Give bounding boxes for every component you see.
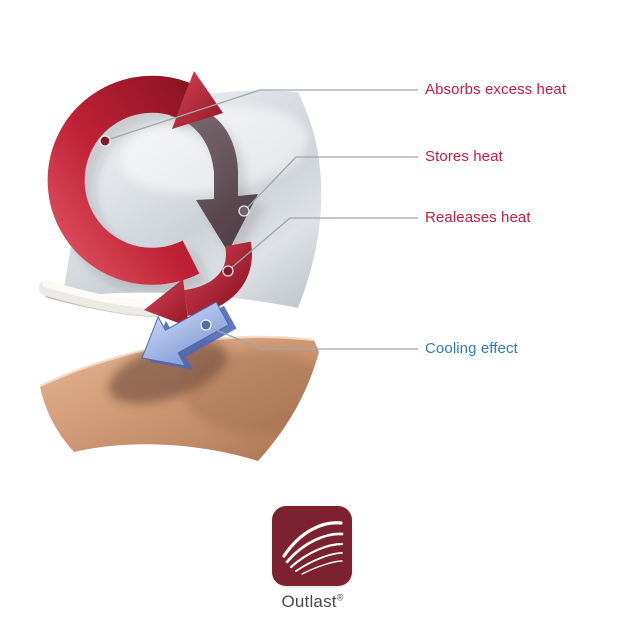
dot-absorbs: [99, 135, 111, 147]
leader-line-cooling: [208, 326, 418, 350]
dot-cooling: [200, 319, 212, 331]
leader-dots: [99, 135, 250, 331]
label-stores-heat: Stores heat: [425, 148, 503, 165]
brand-name: Outlast®: [0, 592, 625, 612]
releases-heat-arrow: [144, 241, 252, 327]
outlast-logo: [272, 506, 352, 586]
leader-line-releases: [229, 217, 418, 270]
cooling-arrow: [141, 301, 237, 370]
dot-stores: [238, 205, 250, 217]
label-cooling-effect: Cooling effect: [425, 340, 518, 357]
label-absorbs-heat: Absorbs excess heat: [425, 81, 567, 98]
registered-mark: ®: [336, 592, 344, 603]
leader-line-stores: [245, 156, 418, 210]
leader-lines: [106, 89, 418, 350]
white-fiber-ribbon: [38, 280, 166, 317]
stores-heat-arrow: [170, 104, 258, 252]
brand-wordmark: Outlast: [281, 592, 337, 611]
label-releases-heat: Realeases heat: [425, 209, 531, 226]
dot-releases: [222, 265, 234, 277]
outlast-swoosh-icon: [282, 521, 344, 575]
leader-line-absorbs: [106, 89, 418, 141]
skin-surface: [39, 335, 319, 461]
